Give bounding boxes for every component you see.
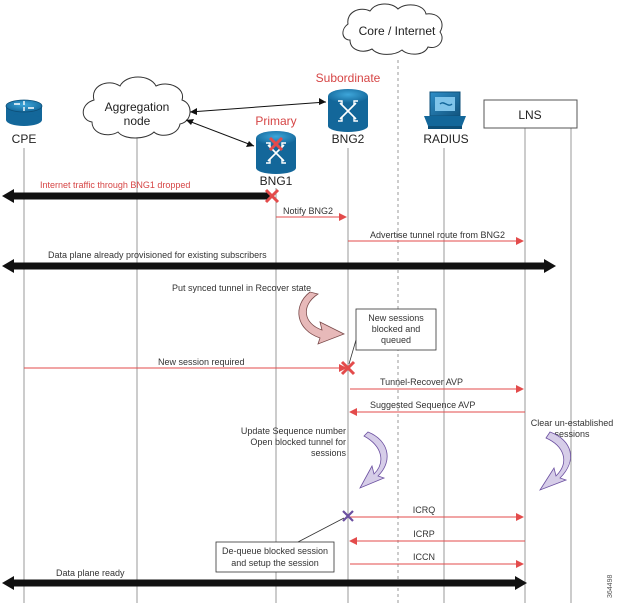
radius-server-icon: [424, 91, 466, 129]
figure-id: 364498: [607, 575, 614, 598]
data-plane-ready-label: Data plane ready: [56, 568, 125, 578]
dequeue-mark-icon: [342, 510, 354, 522]
icrq-label: ICRQ: [413, 505, 436, 515]
session-blocked-icon: [340, 360, 356, 376]
dequeue-note: De-queue blocked session and setup the s…: [215, 517, 345, 573]
blocked-note-line1: New sessions: [368, 313, 424, 323]
core-label: Core / Internet: [359, 24, 436, 38]
bng1-router-icon: [256, 131, 296, 174]
aggregation-bng1-link: [185, 119, 255, 147]
aggregation-bng2-link: [189, 98, 327, 115]
bng1-failure-icon: [268, 136, 284, 152]
lns-label: LNS: [518, 108, 541, 122]
core-cloud-icon: [342, 3, 443, 55]
update-seq-line1: Update Sequence number: [241, 426, 346, 436]
blocked-note: New sessions blocked and queued: [348, 308, 437, 365]
cpe-router-icon: [5, 99, 43, 126]
suggested-seq-label: Suggested Sequence AVP: [370, 400, 475, 410]
radius-label: RADIUS: [423, 132, 468, 146]
aggregation-label-line1: Aggregation: [105, 100, 170, 114]
subordinate-label: Subordinate: [316, 71, 381, 85]
iccn-label: ICCN: [413, 552, 435, 562]
update-seq-line3: sessions: [311, 448, 347, 458]
cpe-label: CPE: [12, 132, 37, 146]
data-plane-ready-arrow: [2, 576, 527, 590]
notify-bng2-label: Notify BNG2: [283, 206, 333, 216]
icrp-label: ICRP: [413, 529, 435, 539]
bng1-label: BNG1: [260, 174, 293, 188]
traffic-drop-icon: [264, 188, 280, 204]
update-curved-arrow-icon: [359, 431, 388, 489]
recover-curved-arrow-icon: [298, 291, 345, 345]
internet-traffic-arrow: [2, 189, 270, 203]
bng2-label: BNG2: [332, 132, 365, 146]
aggregation-cloud-icon: [82, 76, 191, 139]
tunnel-recover-label: Tunnel-Recover AVP: [380, 377, 463, 387]
blocked-note-line2: blocked and: [372, 324, 421, 334]
data-plane-provisioned-arrow: [2, 259, 556, 273]
clear-curved-arrow-icon: [539, 431, 571, 491]
new-session-label: New session required: [158, 357, 245, 367]
dequeue-note-line1: De-queue blocked session: [222, 546, 328, 556]
bng2-router-icon: [328, 89, 368, 132]
data-plane-provisioned-label: Data plane already provisioned for exist…: [48, 250, 267, 260]
dequeue-note-line2: and setup the session: [231, 558, 319, 568]
lns-box: [483, 99, 578, 129]
primary-label: Primary: [255, 114, 296, 128]
blocked-note-line3: queued: [381, 335, 411, 345]
aggregation-label-line2: node: [124, 114, 151, 128]
clear-line1: Clear un-established: [531, 418, 614, 428]
advertise-label: Advertise tunnel route from BNG2: [370, 230, 505, 240]
clear-line2: sessions: [554, 429, 590, 439]
internet-dropped-label: Internet traffic through BNG1 dropped: [40, 180, 190, 190]
update-seq-line2: Open blocked tunnel for: [250, 437, 346, 447]
put-synced-label: Put synced tunnel in Recover state: [172, 283, 311, 293]
